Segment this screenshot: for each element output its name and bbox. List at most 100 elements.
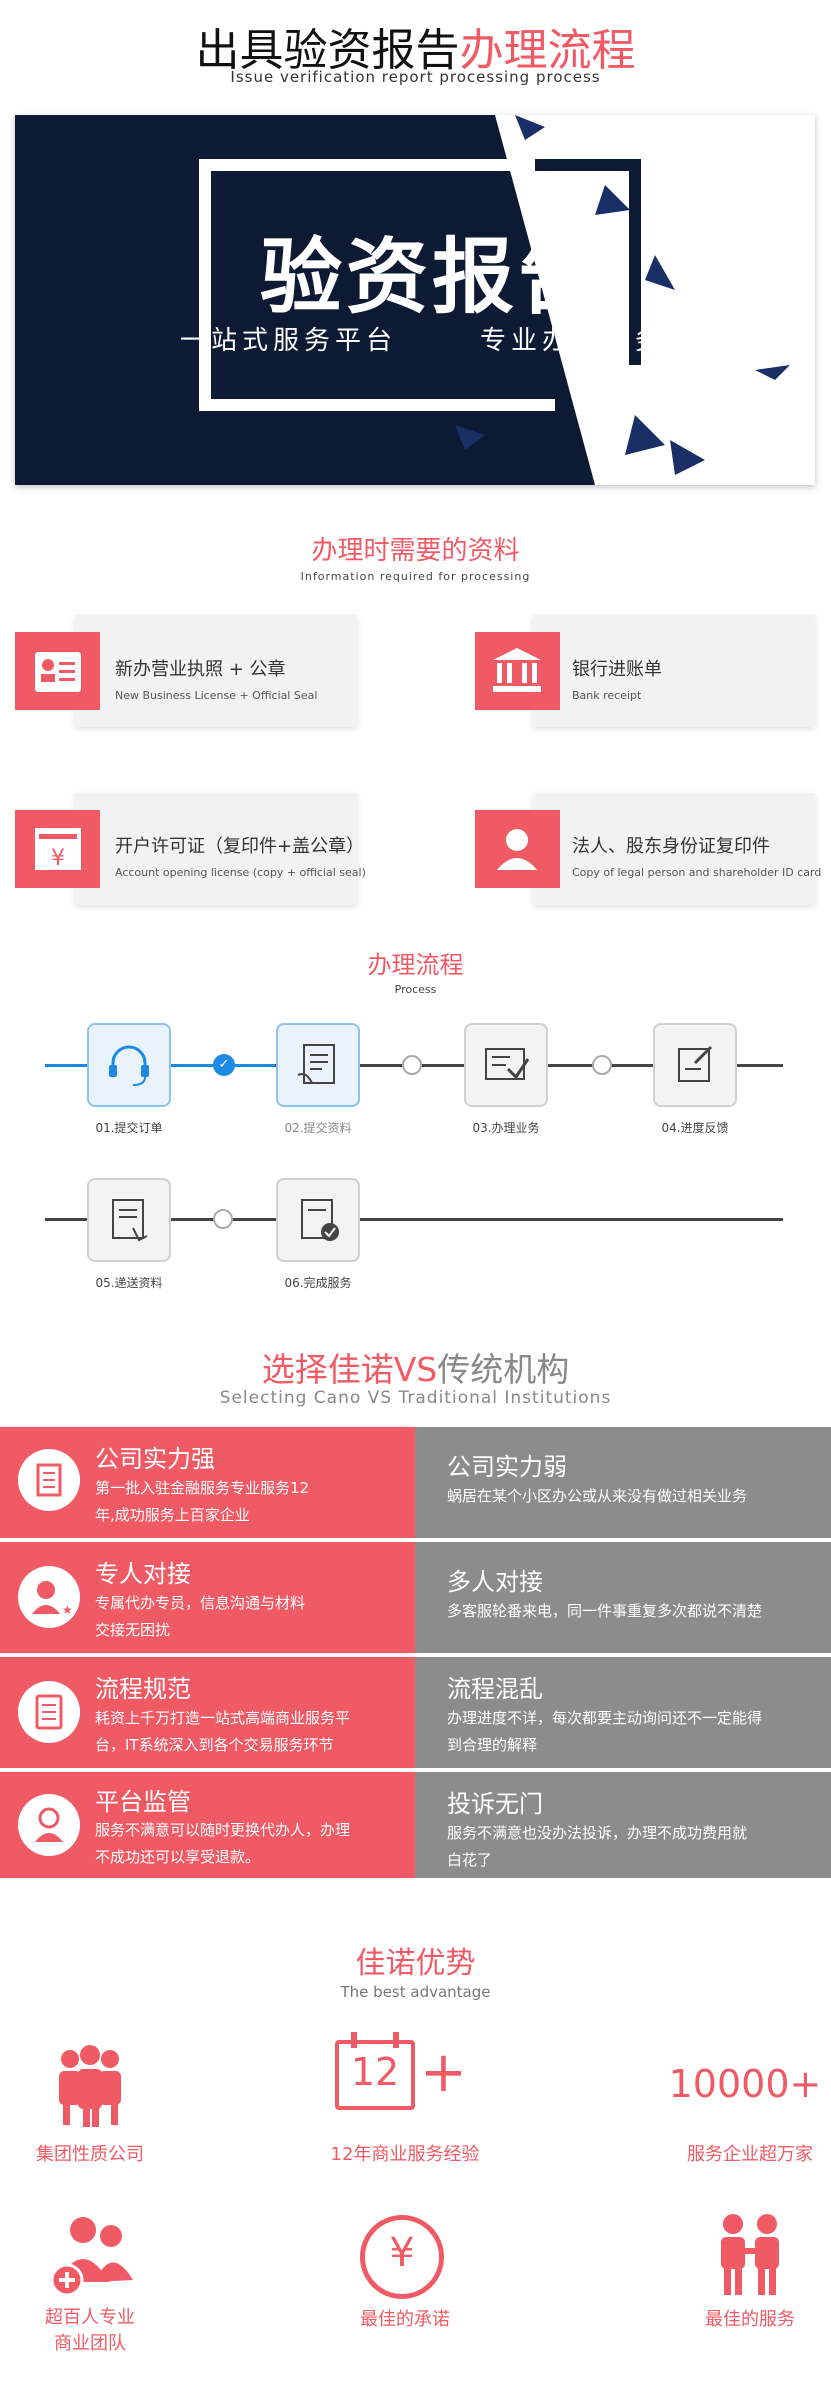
material-title: 法人、股东身份证复印件 [572, 836, 770, 857]
compare-left-desc: 服务不满意可以随时更换代办人，办理不成功还可以享受退款。 [95, 1817, 350, 1871]
banner-slogan-left: 一站式服务平台 [180, 326, 398, 356]
hero-banner: 验资报告 一站式服务平台 专业办理服务 [15, 115, 815, 485]
compare-right-title: 投诉无门 [447, 1790, 543, 1818]
compare-right-desc: 多客服轮番来电，同一件事重复多次都说不清楚 [447, 1602, 763, 1620]
process-line [45, 1218, 783, 1221]
compare-left-desc: 专属代办专员，信息沟通与材料交接无困扰 [95, 1590, 305, 1644]
desc-line: 年,成功服务上百家企业 [95, 1506, 250, 1524]
material-item-4: 法人、股东身份证复印件 Copy of legal person and sha… [572, 832, 821, 879]
title-dark: 出具验资报告 [195, 25, 460, 76]
compare-left-row: 流程规范 耗资上千万打造一站式高端商业服务平台，IT系统深入到各个交易服务环节 [0, 1657, 415, 1768]
compare-left-title: 公司实力强 [95, 1445, 215, 1473]
banner-slogan-right: 专业办理服务 [480, 326, 667, 356]
compare-title-red: 选择佳诺 [261, 1350, 394, 1389]
desc-line: 专属代办专员，信息沟通与材料 [95, 1594, 306, 1612]
id-card-icon [15, 632, 100, 710]
desc-line: 耗资上千万打造一站式高端商业服务平 [95, 1709, 351, 1727]
checklist-icon [464, 1023, 548, 1107]
compare-left-title: 平台监管 [95, 1788, 191, 1816]
step-label: 02.提交资料 [284, 1121, 352, 1135]
headset-icon [87, 1023, 171, 1107]
advantage-label: 服务企业超万家 [687, 2144, 813, 2165]
material-item-3: 开户许可证（复印件+盖公章） Account opening license (… [115, 832, 366, 879]
supervisor-icon [18, 1794, 80, 1856]
yen-coin-icon: ¥ [360, 2215, 444, 2299]
compare-right-title: 流程混乱 [447, 1675, 543, 1703]
banner-title: 验资报告 [260, 230, 605, 325]
materials-subtitle: Information required for processing [300, 570, 531, 583]
person-icon [475, 810, 560, 888]
desc-line: 服务不满意也没办法投诉，办理不成功费用就 [447, 1824, 748, 1842]
advantage-label: 集团性质公司 [36, 2144, 144, 2165]
compare-left-row: ★ 专人对接 专属代办专员，信息沟通与材料交接无困扰 [0, 1542, 415, 1653]
material-card-2 [533, 615, 815, 727]
advantage-label: 最佳的服务 [705, 2309, 795, 2330]
compare-right-title: 多人对接 [447, 1568, 543, 1596]
calendar-12-icon: 12 [335, 2032, 415, 2110]
banner-graphic [15, 115, 815, 485]
desc-line: 服务不满意可以随时更换代办人，办理 [95, 1821, 351, 1839]
calendar-ring [351, 2032, 357, 2048]
process-dot [592, 1055, 612, 1075]
compare-right-row: 投诉无门 服务不满意也没办法投诉，办理不成功费用就白花了 [415, 1772, 831, 1878]
material-card-1 [75, 615, 357, 727]
agent-icon: ★ [18, 1566, 80, 1628]
advantage-subtitle: The best advantage [340, 1983, 491, 2001]
document-hand-icon [276, 1023, 360, 1107]
process-dot [402, 1055, 422, 1075]
desc-line: 到合理的解释 [447, 1736, 538, 1754]
compare-right-row: 多人对接 多客服轮番来电，同一件事重复多次都说不清楚 [415, 1542, 831, 1653]
title-red: 办理流程 [459, 25, 636, 76]
advantage-label: 12年商业服务经验 [330, 2144, 480, 2165]
couple-icon [705, 2212, 795, 2297]
desc-line: 台，IT系统深入到各个交易服务环节 [95, 1736, 334, 1754]
edit-icon [653, 1023, 737, 1107]
yen-glyph: ¥ [389, 2230, 415, 2276]
material-subtitle: Bank receipt [572, 689, 642, 702]
process-title: 办理流程 [367, 951, 464, 979]
compare-left-title: 流程规范 [95, 1675, 191, 1703]
desc-line: 交接无困扰 [95, 1621, 171, 1639]
advantage-label: 超百人专业 商业团队 [0, 2305, 180, 2357]
compare-right-desc: 蜗居在某个小区办公或从来没有做过相关业务 [447, 1487, 748, 1505]
label-line: 超百人专业 [45, 2307, 135, 2328]
material-title: 新办营业执照 + 公章 [115, 659, 286, 680]
page-subtitle: Issue verification report processing pro… [230, 68, 601, 86]
step-label: 06.完成服务 [284, 1276, 352, 1290]
step-label: 05.递送资料 [95, 1276, 163, 1290]
calendar-ring [393, 2032, 399, 2048]
material-title: 银行进账单 [572, 659, 662, 680]
material-item-2: 银行进账单 Bank receipt [572, 655, 662, 702]
compare-right-desc: 服务不满意也没办法投诉，办理不成功费用就白花了 [447, 1820, 747, 1874]
step-label: 04.进度反馈 [661, 1121, 729, 1135]
material-subtitle: Copy of legal person and shareholder ID … [572, 866, 822, 879]
material-card-3 [75, 793, 357, 905]
desc-line: 不成功还可以享受退款。 [95, 1848, 261, 1866]
compare-title-gray: 传统机构 [437, 1350, 570, 1389]
document-touch-icon [87, 1178, 171, 1262]
calendar-number: 12 [350, 2050, 400, 2094]
done-file-icon [276, 1178, 360, 1262]
compare-right-title: 公司实力弱 [447, 1453, 567, 1481]
page-title: 出具验资报告办理流程 [0, 14, 831, 78]
yen-document-icon: ¥ [15, 810, 100, 888]
check-icon: ✓ [213, 1054, 235, 1076]
svg-text:¥: ¥ [51, 846, 65, 871]
material-item-1: 新办营业执照 + 公章 New Business License + Offic… [115, 655, 317, 702]
step-label: 03.办理业务 [472, 1121, 540, 1135]
team-plus-icon [45, 2212, 140, 2302]
desc-line: 办理进度不详，每次都要主动询问还不一定能得 [447, 1709, 763, 1727]
compare-right-row: 公司实力弱 蜗居在某个小区办公或从来没有做过相关业务 [415, 1427, 831, 1538]
material-subtitle: New Business License + Official Seal [115, 689, 318, 702]
advantage-big-number: 10000+ [668, 2062, 822, 2106]
compare-left-desc: 耗资上千万打造一站式高端商业服务平台，IT系统深入到各个交易服务环节 [95, 1705, 350, 1759]
materials-title: 办理时需要的资料 [311, 536, 520, 566]
compare-title-vs: VS [393, 1350, 438, 1389]
plus-icon: + [420, 2040, 467, 2105]
compare-right-desc: 办理进度不详，每次都要主动询问还不一定能得到合理的解释 [447, 1705, 762, 1759]
material-title: 开户许可证（复印件+盖公章） [115, 836, 365, 857]
label-line: 商业团队 [54, 2333, 126, 2354]
building-icon [18, 1449, 80, 1511]
compare-left-row: 平台监管 服务不满意可以随时更换代办人，办理不成功还可以享受退款。 [0, 1772, 415, 1878]
